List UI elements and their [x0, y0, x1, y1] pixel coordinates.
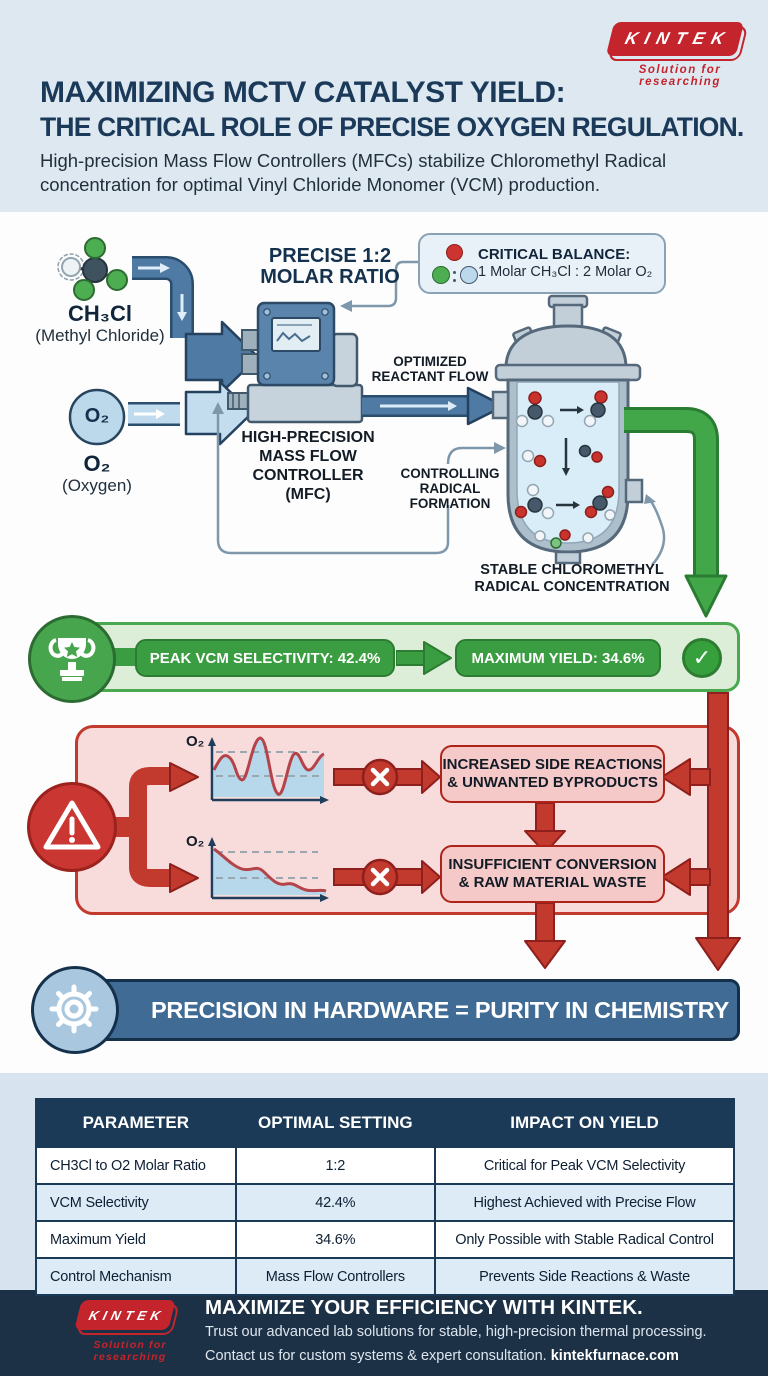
- col-header-parameter: PARAMETER: [35, 1098, 237, 1148]
- footer-logo: KINTEK Solution for researching: [74, 1300, 228, 1363]
- parameter-table: PARAMETER OPTIMAL SETTING IMPACT ON YIEL…: [35, 1098, 735, 1296]
- selectivity-pill: PEAK VCM SELECTIVITY: 42.4%: [135, 639, 395, 677]
- footer-contact-text: Contact us for custom systems & expert c…: [205, 1348, 547, 1364]
- cell-impact: Prevents Side Reactions & Waste: [434, 1257, 735, 1296]
- warning-graphics: [112, 692, 741, 971]
- kintek-logo-tagline: Solution for researching: [638, 64, 722, 88]
- critical-balance-title: CRITICAL BALANCE:: [478, 245, 631, 263]
- footer-line1: Trust our advanced lab solutions for sta…: [205, 1324, 707, 1340]
- conclusion-banner: [95, 979, 740, 1041]
- chart1-o2-label: O₂: [186, 733, 205, 750]
- footer-logo-tagline: Solution for researching: [93, 1339, 167, 1363]
- o2-fluctuation-chart: [208, 736, 329, 804]
- ch3cl-molecule-icon: [57, 237, 128, 301]
- cell-setting: 42.4%: [234, 1183, 437, 1222]
- x-arrow-row2: [333, 858, 441, 896]
- controlling-radical-label: CONTROLLING RADICAL FORMATION: [400, 466, 500, 511]
- table-header-row: PARAMETER OPTIMAL SETTING IMPACT ON YIEL…: [35, 1098, 735, 1148]
- cell-parameter: VCM Selectivity: [35, 1183, 237, 1222]
- connector-lines: [212, 260, 666, 566]
- o2-decline-chart: [208, 837, 329, 902]
- check-icon: ✓: [682, 638, 722, 678]
- molar-ratio-dots-icon: [420, 241, 478, 287]
- cell-parameter: CH3Cl to O2 Molar Ratio: [35, 1146, 237, 1185]
- ch3cl-formula-label: CH₃Cl: [68, 301, 132, 326]
- critical-balance-detail: 1 Molar CH₃Cl : 2 Molar O₂: [478, 263, 653, 280]
- cell-impact: Critical for Peak VCM Selectivity: [434, 1146, 735, 1185]
- kintek-logo-plate: KINTEK: [605, 22, 745, 56]
- footer-headline: MAXIMIZE YOUR EFFICIENCY WITH KINTEK.: [205, 1296, 643, 1319]
- o2-circle-icon: [68, 388, 126, 446]
- table-row: VCM Selectivity 42.4% Highest Achieved w…: [35, 1183, 735, 1222]
- page-title-line2: THE CRITICAL ROLE OF PRECISE OXYGEN REGU…: [40, 112, 744, 142]
- footer-logo-plate: KINTEK: [74, 1300, 176, 1330]
- o2-formula-label: O₂: [83, 451, 111, 476]
- conclusion-banner-text: PRECISION IN HARDWARE = PURITY IN CHEMIS…: [151, 997, 729, 1023]
- cell-parameter: Maximum Yield: [35, 1220, 237, 1259]
- warning-badge: [27, 782, 117, 872]
- insufficient-conversion-box: INSUFFICIENT CONVERSION & RAW MATERIAL W…: [440, 845, 665, 903]
- mfc-device: [227, 301, 379, 424]
- table-row: CH3Cl to O2 Molar Ratio 1:2 Critical for…: [35, 1146, 735, 1185]
- gear-badge: [31, 966, 119, 1054]
- reactor-vessel: [491, 294, 644, 565]
- footer-logo-text: KINTEK: [87, 1307, 167, 1323]
- col-header-optimal-setting: OPTIMAL SETTING: [234, 1098, 437, 1148]
- trophy-icon: [48, 638, 96, 681]
- cell-setting: 1:2: [234, 1146, 437, 1185]
- table-row: Maximum Yield 34.6% Only Possible with S…: [35, 1220, 735, 1259]
- cell-impact: Highest Achieved with Precise Flow: [434, 1183, 735, 1222]
- process-flow-diagram: [57, 237, 728, 618]
- mfc-label: HIGH-PRECISION MASS FLOW CONTROLLER (MFC…: [241, 429, 375, 503]
- page-subtitle: High-precision Mass Flow Controllers (MF…: [40, 150, 667, 196]
- feed-pipes: [128, 256, 194, 426]
- green-output-pipe: [624, 407, 728, 618]
- footer-website-link[interactable]: kintekfurnace.com: [550, 1348, 679, 1364]
- footer-line2: Contact us for custom systems & expert c…: [205, 1348, 679, 1364]
- warning-branch-arrows: [112, 762, 199, 893]
- cell-setting: Mass Flow Controllers: [234, 1257, 437, 1296]
- page-title-line1: MAXIMIZING MCTV CATALYST YIELD:: [40, 76, 566, 109]
- kintek-logo-text: KINTEK: [623, 29, 734, 48]
- chart2-o2-label: O₂: [186, 833, 205, 850]
- o2-name-label: (Oxygen): [62, 476, 132, 495]
- yield-pill: MAXIMUM YIELD: 34.6%: [455, 639, 661, 677]
- consequence-arrows: [524, 802, 566, 969]
- table-row: Control Mechanism Mass Flow Controllers …: [35, 1257, 735, 1296]
- side-reactions-box: INCREASED SIDE REACTIONS & UNWANTED BYPR…: [440, 745, 665, 803]
- reactor-molecules: [514, 390, 616, 549]
- kintek-logo: KINTEK Solution for researching: [605, 22, 748, 88]
- gear-icon: [49, 984, 99, 1034]
- optimized-flow-label: OPTIMIZED REACTANT FLOW: [371, 354, 489, 384]
- o2-circle-symbol: O₂: [84, 405, 110, 427]
- red-feedback-pipe: [661, 692, 741, 971]
- x-arrow-row1: [333, 758, 441, 796]
- cell-impact: Only Possible with Stable Radical Contro…: [434, 1220, 735, 1259]
- cell-parameter: Control Mechanism: [35, 1257, 237, 1296]
- stable-radical-label: STABLE CHLOROMETHYL RADICAL CONCENTRATIO…: [474, 562, 670, 595]
- critical-balance-callout: CRITICAL BALANCE: 1 Molar CH₃Cl : 2 Mola…: [418, 233, 666, 294]
- green-arrow-icon: [396, 641, 452, 675]
- outlet-pipe: [362, 386, 506, 426]
- ch3cl-name-label: (Methyl Chloride): [35, 326, 165, 345]
- warning-triangle-icon: [43, 800, 101, 850]
- col-header-impact: IMPACT ON YIELD: [434, 1098, 735, 1148]
- trophy-connector: [112, 648, 140, 666]
- trophy-badge: [28, 615, 116, 703]
- molar-ratio-label: PRECISE 1:2 MOLAR RATIO: [260, 245, 400, 288]
- cell-setting: 34.6%: [234, 1220, 437, 1259]
